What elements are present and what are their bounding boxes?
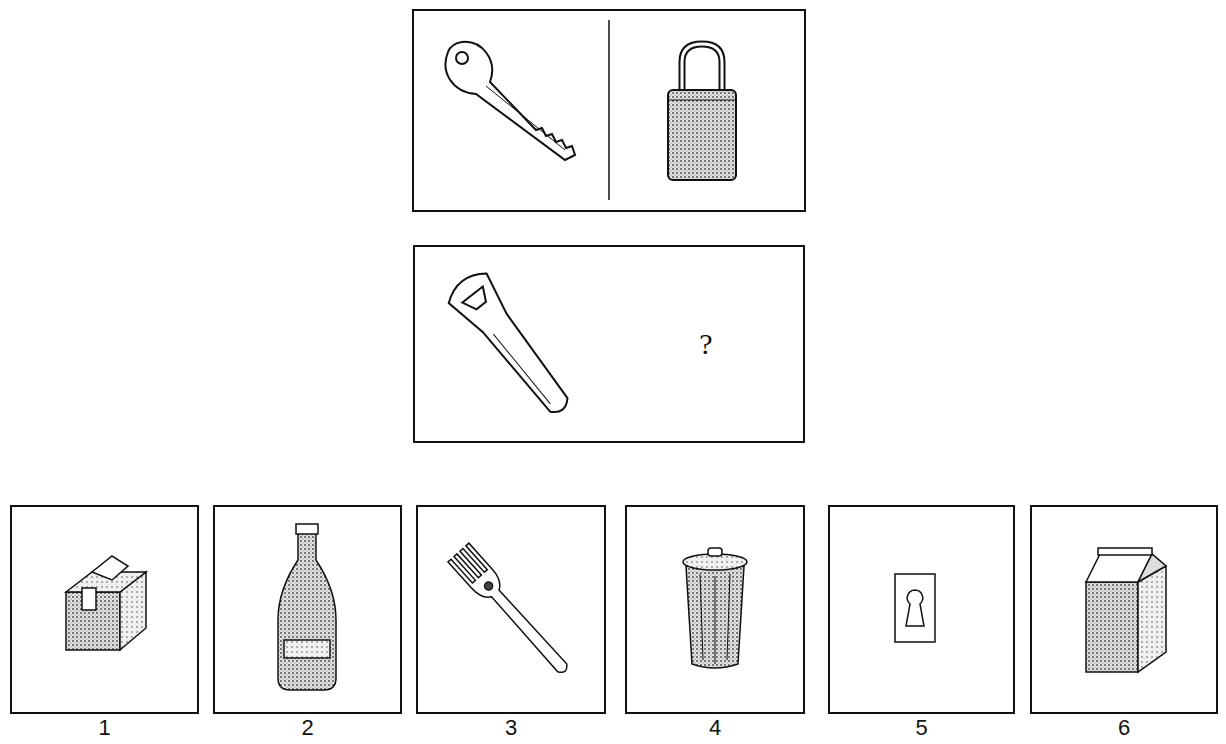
bottle-opener-drawing-part xyxy=(462,287,491,314)
trash-can-drawing-part xyxy=(715,576,716,664)
bottle-drawing-part xyxy=(296,524,318,534)
trash-can-drawing-part xyxy=(700,574,703,660)
padlock-drawing xyxy=(668,44,736,180)
bottle-drawing xyxy=(278,524,336,690)
example-panel-part xyxy=(608,20,610,200)
cardboard-box-drawing-part xyxy=(82,588,96,610)
milk-carton-drawing-part xyxy=(1086,582,1138,672)
bottle-drawing-part xyxy=(284,640,330,658)
keyhole-plate-drawing-part xyxy=(906,590,924,626)
milk-carton-drawing xyxy=(1086,548,1166,672)
missing-answer-mark: ? xyxy=(609,247,803,441)
bottle-drawing-part xyxy=(278,530,336,690)
padlock-drawing-part xyxy=(668,100,736,101)
option-number: 5 xyxy=(830,716,1013,740)
bottle-opener-drawing xyxy=(443,266,581,424)
milk-carton-drawing-part xyxy=(1138,554,1166,582)
padlock-drawing-part xyxy=(682,44,722,92)
key-drawing-part xyxy=(446,42,575,160)
answer-option-box: 6 xyxy=(1030,505,1218,714)
fork-drawing-part xyxy=(483,580,494,591)
question-panel: ? xyxy=(413,245,805,443)
option-number: 1 xyxy=(12,716,197,740)
option-number: 4 xyxy=(627,716,803,740)
example-panel-part xyxy=(413,10,805,211)
key-drawing xyxy=(446,42,575,160)
bottle-opener-drawing-part xyxy=(493,333,550,405)
fork-drawing xyxy=(448,543,576,680)
answer-option-box: 3 xyxy=(416,505,606,714)
trash-can-drawing-part xyxy=(708,548,722,556)
fork-drawing-part xyxy=(448,543,576,680)
padlock-drawing-part xyxy=(682,44,722,92)
padlock-drawing-part xyxy=(668,90,736,180)
option-number: 3 xyxy=(418,716,604,740)
milk-carton-drawing-part xyxy=(1098,548,1152,555)
key-drawing-part xyxy=(486,86,565,150)
option-number: 2 xyxy=(215,716,400,740)
trash-can-drawing xyxy=(683,548,747,668)
answer-option-box: 5 xyxy=(828,505,1015,714)
milk-carton-drawing-part xyxy=(1138,566,1166,672)
answer-option-box: 2 xyxy=(213,505,402,714)
example-panel xyxy=(413,10,805,211)
trash-can-drawing-part xyxy=(727,574,730,660)
key-drawing-part xyxy=(456,52,468,64)
cardboard-box-drawing xyxy=(66,556,146,650)
answer-option-box: 1 xyxy=(10,505,199,714)
bottle-opener-drawing-part xyxy=(443,266,581,424)
keyhole-plate-drawing-part xyxy=(895,574,935,642)
answer-option-box: 4 xyxy=(625,505,805,714)
keyhole-plate-drawing xyxy=(895,574,935,642)
cardboard-box-drawing-part xyxy=(92,556,128,580)
trash-can-drawing-part xyxy=(686,566,744,668)
option-number: 6 xyxy=(1032,716,1216,740)
